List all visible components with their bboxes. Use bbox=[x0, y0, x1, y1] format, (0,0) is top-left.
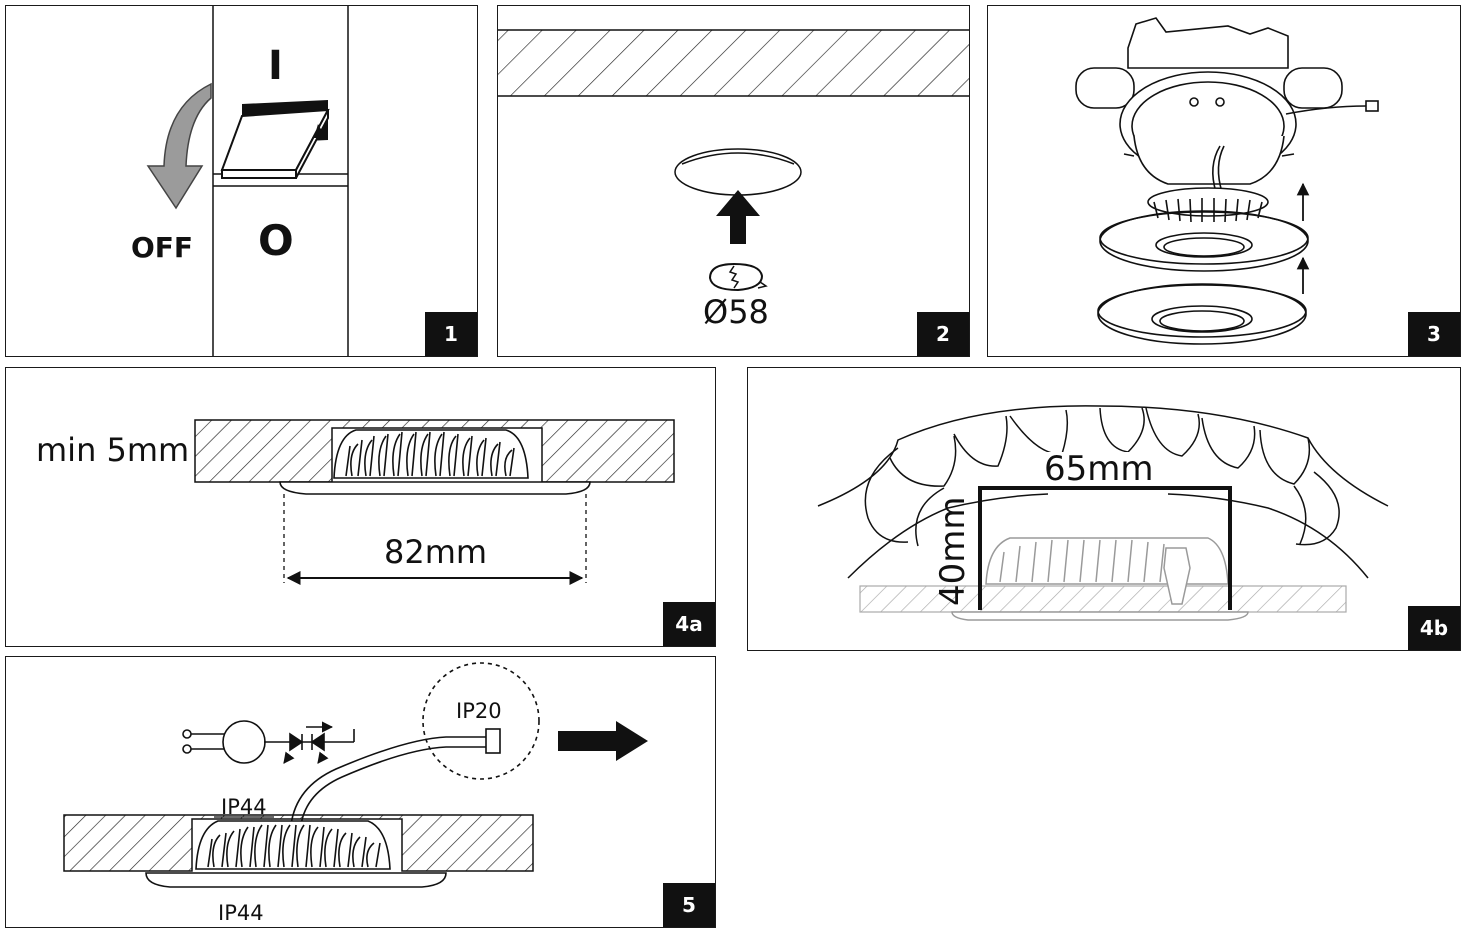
body-rating-label: IP44 bbox=[221, 795, 267, 819]
step-badge: 4a bbox=[663, 602, 715, 646]
rocker-switch bbox=[220, 100, 330, 179]
front-rating-label: IP44 bbox=[218, 901, 264, 925]
step-2-illustration bbox=[498, 29, 969, 292]
connector-detail-circle bbox=[422, 662, 540, 780]
min-thickness-label: min 5mm bbox=[36, 431, 190, 469]
step-badge: 2 bbox=[917, 312, 969, 356]
clearance-box bbox=[978, 486, 1232, 610]
step-1-illustration bbox=[146, 6, 349, 356]
step-4b-illustration bbox=[817, 405, 1389, 621]
light-unit bbox=[1075, 17, 1343, 223]
heatsink bbox=[333, 429, 529, 479]
connector-plug bbox=[1365, 100, 1379, 112]
power-circuit-symbol bbox=[182, 720, 355, 764]
bezel bbox=[145, 872, 447, 888]
ceiling-board bbox=[63, 814, 534, 872]
step-1-panel: I O OFF 1 bbox=[5, 5, 478, 357]
step-badge: 5 bbox=[663, 883, 715, 927]
step-3-illustration bbox=[1075, 17, 1379, 345]
ceiling-hole bbox=[674, 148, 802, 196]
trim-ring bbox=[1097, 283, 1307, 345]
height-label: 40mm bbox=[933, 496, 973, 606]
trim-ring bbox=[1099, 210, 1309, 272]
turn-off-arrow bbox=[146, 82, 212, 210]
step-5-panel: IP20 IP44 IP44 5 bbox=[5, 656, 716, 928]
step-4b-panel: 65mm 40mm 4b bbox=[747, 367, 1461, 651]
ceiling-board bbox=[194, 419, 675, 483]
step-badge: 1 bbox=[425, 312, 477, 356]
width-label: 65mm bbox=[1040, 452, 1158, 486]
ceiling-section bbox=[498, 30, 969, 96]
off-label: OFF bbox=[131, 231, 194, 264]
heatsink bbox=[951, 537, 1249, 621]
next-arrow bbox=[558, 721, 648, 761]
switch-off-mark: O bbox=[258, 216, 294, 265]
ceiling-board bbox=[859, 585, 1347, 613]
switch-on-mark: I bbox=[268, 43, 283, 89]
step-4a-illustration bbox=[194, 419, 675, 585]
bezel bbox=[279, 481, 591, 495]
step-badge: 4b bbox=[1408, 606, 1460, 650]
connector-rating-label: IP20 bbox=[456, 699, 502, 723]
heatsink bbox=[195, 820, 391, 870]
step-3-panel: 3 bbox=[987, 5, 1461, 357]
step-5-illustration bbox=[63, 662, 648, 888]
step-2-panel: Ø58 2 bbox=[497, 5, 970, 357]
insert-arrow bbox=[716, 190, 760, 244]
step-badge: 3 bbox=[1408, 312, 1460, 356]
outer-diameter-label: 82mm bbox=[384, 533, 488, 571]
hole-diameter-label: Ø58 bbox=[703, 293, 769, 331]
insulation-blanket bbox=[817, 405, 1389, 579]
step-4a-panel: min 5mm 82mm 4a bbox=[5, 367, 716, 647]
connector-plug bbox=[485, 728, 501, 754]
hole-saw-icon bbox=[708, 262, 768, 292]
